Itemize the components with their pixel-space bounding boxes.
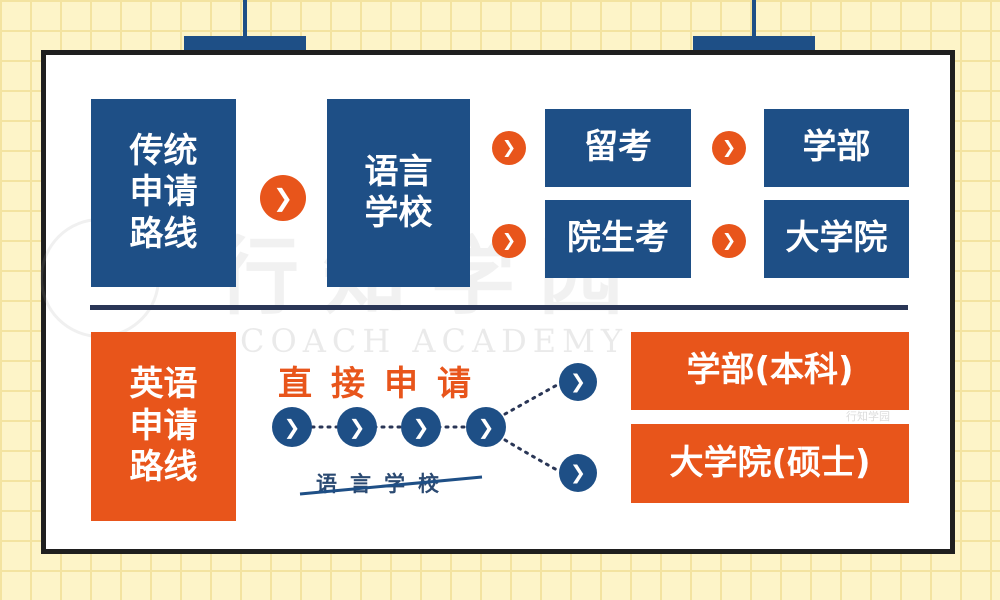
chevron-right-icon: ❯ — [272, 407, 312, 447]
left-hanger-string — [243, 0, 247, 36]
chevron-right-icon: ❯ — [466, 407, 506, 447]
chevron-right-icon: ❯ — [559, 363, 597, 401]
chevron-right-icon: ❯ — [260, 175, 306, 221]
chevron-right-icon: ❯ — [492, 224, 526, 258]
graduate-school-box: 大学院 — [764, 200, 909, 278]
right-hanger-string — [752, 0, 756, 36]
undergrad-box: 学部 — [764, 109, 909, 187]
section-divider — [90, 305, 908, 310]
chevron-right-icon: ❯ — [401, 407, 441, 447]
watermark-small: 行知学园 — [846, 410, 890, 423]
english-route-label: 英语 申请 路线 — [91, 332, 236, 521]
strikethrough-line — [299, 475, 483, 496]
chevron-right-icon: ❯ — [712, 131, 746, 165]
chevron-right-icon: ❯ — [559, 454, 597, 492]
traditional-route-label: 传统 申请 路线 — [91, 99, 236, 287]
ryuko-exam-box: 留考 — [545, 109, 691, 187]
chevron-right-icon: ❯ — [712, 224, 746, 258]
undergrad-bachelor-box: 学部(本科) — [631, 332, 909, 410]
graduate-exam-box: 院生考 — [545, 200, 691, 278]
language-school-box: 语言 学校 — [327, 99, 470, 287]
direct-apply-label: 直接申请 — [278, 364, 490, 404]
graduate-master-box: 大学院(硕士) — [631, 424, 909, 503]
watermark-sub: COACH ACADEMY — [240, 322, 628, 360]
chevron-right-icon: ❯ — [337, 407, 377, 447]
chevron-right-icon: ❯ — [492, 131, 526, 165]
